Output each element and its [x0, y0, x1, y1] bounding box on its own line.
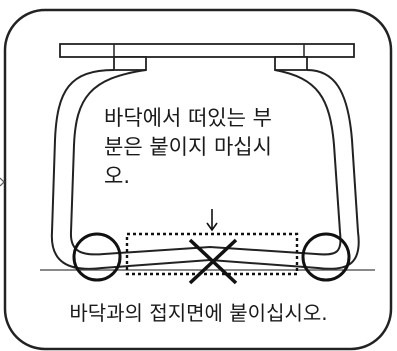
leg-tube-inner [69, 69, 342, 256]
frame-border [3, 8, 393, 351]
left-mount-block [113, 56, 147, 71]
floating-part-note: 바닥에서 떠있는 부 분은 붙이지 마십시 오. [104, 106, 272, 188]
top-bar [59, 43, 355, 58]
right-mount-block [274, 56, 308, 71]
right-contact-circle [301, 232, 351, 282]
edge-mark [0, 177, 5, 187]
leg-tube-outer [50, 69, 360, 270]
contact-surface-caption: 바닥과의 접지면에 붙이십시오. [69, 301, 328, 325]
left-contact-circle [72, 232, 122, 282]
down-arrow-icon [206, 209, 218, 232]
x-mark-stroke-2 [188, 238, 238, 285]
floating-area-box [125, 232, 299, 276]
